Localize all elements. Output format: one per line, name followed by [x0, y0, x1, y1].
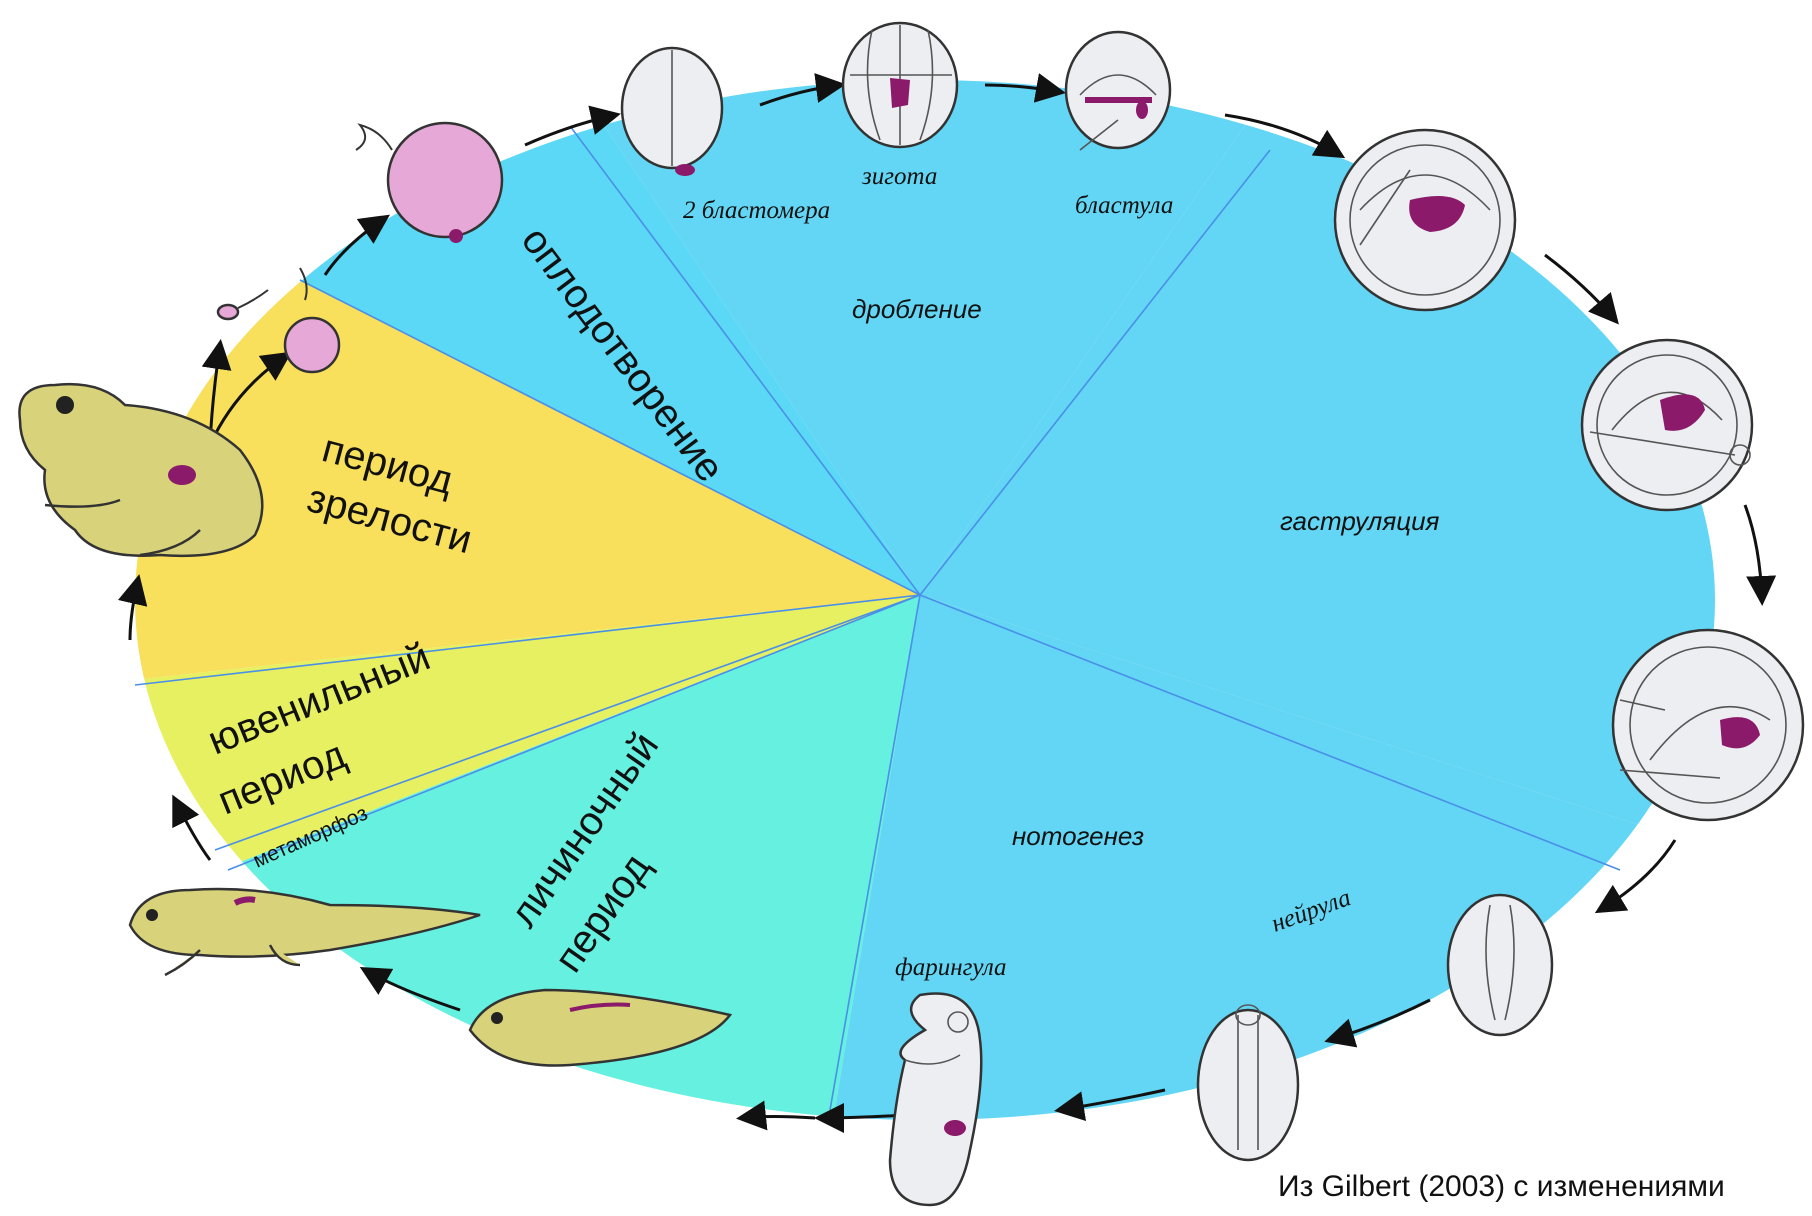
gastrula-mid [1582, 340, 1752, 510]
egg-small [285, 318, 339, 372]
zygote-embryo [843, 23, 957, 147]
stage-zygote: зигота [861, 163, 937, 190]
sperm-cell [218, 290, 268, 319]
label-notogenesis: нотогенез [1012, 821, 1144, 851]
stage-pharyngula: фарингула [895, 954, 1007, 981]
fertilized-egg [388, 123, 502, 237]
blastula-embryo [1066, 32, 1170, 150]
label-cleavage: дробление [852, 294, 982, 324]
stage-two-blastomeres: 2 бластомера [683, 197, 830, 224]
neurula-embryo [1448, 895, 1552, 1035]
gastrula-early [1335, 130, 1515, 310]
gastrula-late [1613, 630, 1803, 820]
stage-blastula: бластула [1075, 192, 1173, 219]
label-gastrulation: гаструляция [1280, 506, 1440, 536]
source-credit: Из Gilbert (2003) с изменениями [1278, 1170, 1725, 1203]
